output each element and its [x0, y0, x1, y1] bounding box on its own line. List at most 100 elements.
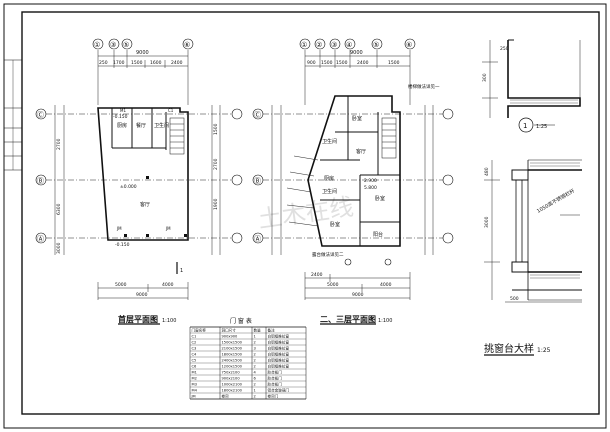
schedule-cell: 3 [254, 346, 256, 350]
schedule-header-cell: 备注 [268, 327, 276, 332]
schedule-cell: 2 [254, 382, 256, 386]
upper-axis-label: ② [316, 41, 322, 49]
upper-walls [286, 95, 401, 266]
schedule-cell: 2400x1500 [222, 358, 243, 362]
detail-title: 挑窗台大样 [484, 342, 534, 355]
window-sill-detail: 250 300 1 1:25 [482, 39, 582, 356]
schedule-cell: 白铝框推拉窗 [268, 345, 290, 350]
schedule-cell: 4 [254, 370, 257, 374]
ground-room-living: 客厅 [140, 201, 150, 208]
schedule-cell: 2 [254, 358, 256, 362]
schedule-cell: 胶合板门 [268, 369, 283, 374]
upper-room-wc-1: 卫生间 [322, 138, 337, 145]
schedule-cell: 胶合板门 [268, 375, 283, 380]
ground-axis-c: Ⓒ [37, 111, 44, 119]
schedule-cell: 1500x1500 [222, 340, 243, 344]
ground-level-2: ±0.000 [120, 184, 137, 190]
schedule-cell: 1200x1500 [222, 364, 243, 368]
upper-top-axis-bubbles: ① ② ③ ④ ⑤ ⑥ [299, 38, 416, 50]
upper-bottom-dim: 4000 [380, 282, 392, 288]
schedule-header-cell: 门窗名称 [192, 327, 207, 332]
ground-room-wc: 卫生间 [154, 122, 169, 129]
upper-axis-label: ④ [346, 41, 352, 49]
ground-dim-seg: 1600 [150, 60, 162, 66]
ground-axis-label: ⑤ [123, 41, 129, 49]
schedule-cell: 铝合金玻璃门 [268, 387, 290, 392]
ground-floor-plan: ① ③ ⑤ ⑥ 9000 250 1700 1500 1600 2400 [35, 38, 243, 325]
upper-floor-title: 二、三层平面图 [320, 315, 376, 324]
upper-room-balcony: 阳台 [373, 231, 383, 238]
ground-right-dim: 1500 [213, 123, 219, 135]
title-strip [4, 59, 22, 171]
schedule-cell: 6 [254, 376, 257, 380]
upper-bottom-dim: 5000 [327, 282, 339, 288]
schedule-cell: 卷帘门 [268, 393, 279, 398]
detail-callout-scale: 1:25 [536, 124, 547, 130]
schedule-cell: 2 [254, 352, 256, 356]
detail-title-scale: 1:25 [537, 347, 551, 354]
ground-level-1: -0.150 [113, 114, 128, 120]
schedule-cell: 卷帘 [222, 393, 230, 398]
ground-right-dimensions: 1500 2700 1900 [211, 105, 221, 255]
upper-axis-label: ① [301, 41, 307, 49]
schedule-title: 门 窗 表 [230, 317, 252, 325]
ground-dim-total: 9000 [136, 50, 149, 56]
ground-side-axis-bubbles: Ⓒ Ⓑ Ⓐ [35, 108, 243, 244]
upper-axis-label: ⑤ [373, 41, 379, 49]
schedule-cell: 1000x2100 [222, 382, 243, 386]
upper-dim-seg: 1500 [321, 60, 333, 66]
ground-dim-seg: 1500 [131, 60, 143, 66]
ground-bottom-dim: 4000 [162, 282, 174, 288]
schedule-cell: 2 [254, 394, 256, 398]
upper-level-1: 2.900 [364, 178, 377, 184]
schedule-header-cell: 洞口尺寸 [222, 327, 237, 332]
schedule-header-cell: 数量 [254, 327, 262, 332]
upper-stairs [381, 117, 397, 159]
upper-axis-c: Ⓒ [254, 111, 261, 119]
schedule-cell: 胶合板门 [268, 381, 283, 386]
ground-left-dimensions: 2700 6300 3000 [54, 105, 65, 255]
detail-dim: 500 [510, 296, 519, 302]
detail-callout: 1 1:25 [518, 117, 555, 133]
schedule-cell: 1800x2100 [222, 388, 243, 392]
upper-floor-scale: 1:100 [378, 318, 392, 324]
upper-dim-seg: 900 [307, 60, 316, 66]
ground-axis-label: ③ [110, 41, 116, 49]
ground-left-dim: 3000 [56, 242, 62, 254]
upper-side-axis-bubbles: Ⓒ Ⓑ Ⓐ [252, 105, 454, 255]
upper-room-living: 客厅 [356, 148, 366, 155]
schedule-cell: M3 [192, 382, 197, 386]
upper-room-kitchen: 厨房 [324, 175, 334, 182]
upper-axis-b: Ⓑ [254, 177, 261, 185]
ground-left-dim: 2700 [56, 138, 62, 150]
upper-axis-label: ③ [331, 41, 337, 49]
schedule-cell: 白铝框推拉窗 [268, 333, 290, 338]
schedule-cell: C4 [192, 352, 198, 356]
watermark: 土木在线 [256, 193, 355, 234]
ground-room-kitchen: 厨房 [117, 122, 127, 129]
schedule-cell: 900x2100 [222, 376, 241, 380]
ground-stairs [169, 117, 185, 155]
sheet-border [3, 3, 607, 429]
upper-dim-seg: 1500 [336, 60, 348, 66]
schedule-cell: 2100x1500 [222, 346, 243, 350]
ground-axis-a: Ⓐ [37, 235, 44, 243]
upper-room-bedroom-1: 卧室 [352, 115, 362, 122]
schedule-cell: 白铝框推拉窗 [268, 351, 290, 356]
ground-window-tag: C1 [168, 108, 174, 113]
schedule-cell: JM [191, 394, 196, 398]
ground-floor-scale: 1:100 [162, 318, 176, 324]
ground-bottom-dim: 5000 [115, 282, 127, 288]
ground-level-3: -0.150 [115, 242, 130, 248]
schedule-cell: 白铝框推拉窗 [268, 339, 290, 344]
schedule-cell: 2 [254, 364, 256, 368]
detail-dim: 250 [500, 46, 509, 52]
schedule-cell: M1 [192, 370, 197, 374]
upper-dim-total: 9000 [350, 50, 363, 56]
detail-callout-number: 1 [523, 122, 527, 130]
ground-window-tag: M1 [120, 108, 126, 113]
ground-walls [97, 107, 189, 241]
upper-bottom-dim: 9000 [352, 292, 364, 298]
ground-section-label: 1 [180, 268, 183, 274]
